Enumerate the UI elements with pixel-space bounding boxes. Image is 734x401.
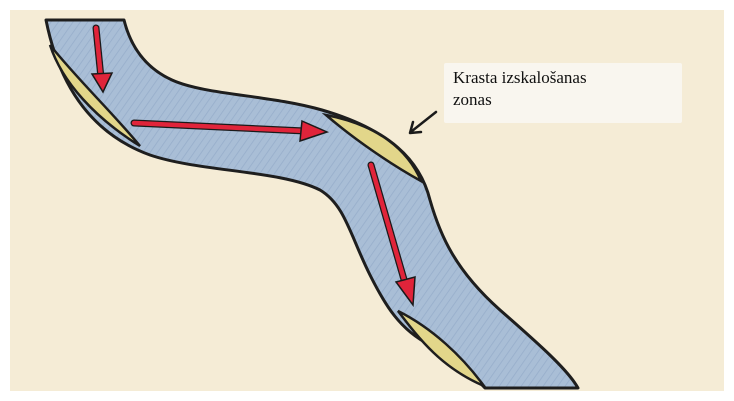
erosion-zone-label: Krasta izskalošanas zonas <box>453 67 587 111</box>
erosion-zone-label-line-2: zonas <box>453 89 587 111</box>
erosion-zone-label-line-1: Krasta izskalošanas <box>453 67 587 89</box>
